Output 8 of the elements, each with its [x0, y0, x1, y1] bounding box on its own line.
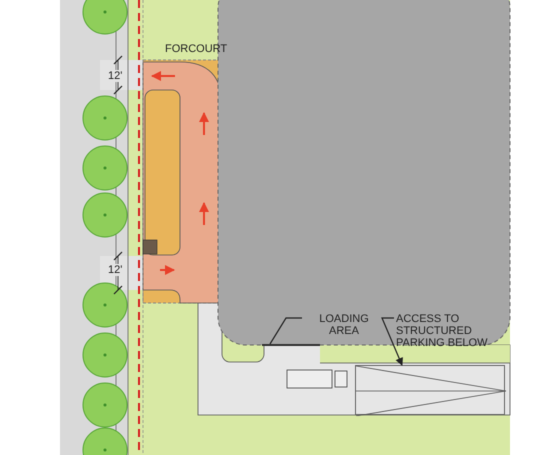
loading-area-label: LOADING AREA: [304, 313, 384, 337]
leader-line: [269, 317, 302, 344]
dimension-label: 12': [108, 264, 122, 276]
parking-access-label: ACCESS TO STRUCTURED PARKING BELOW: [396, 313, 506, 349]
leader-line: [381, 317, 403, 366]
forecourt-label: FORCOURT: [165, 43, 228, 55]
parking-ramp: [355, 365, 505, 415]
dimension-label: 12': [108, 70, 122, 82]
